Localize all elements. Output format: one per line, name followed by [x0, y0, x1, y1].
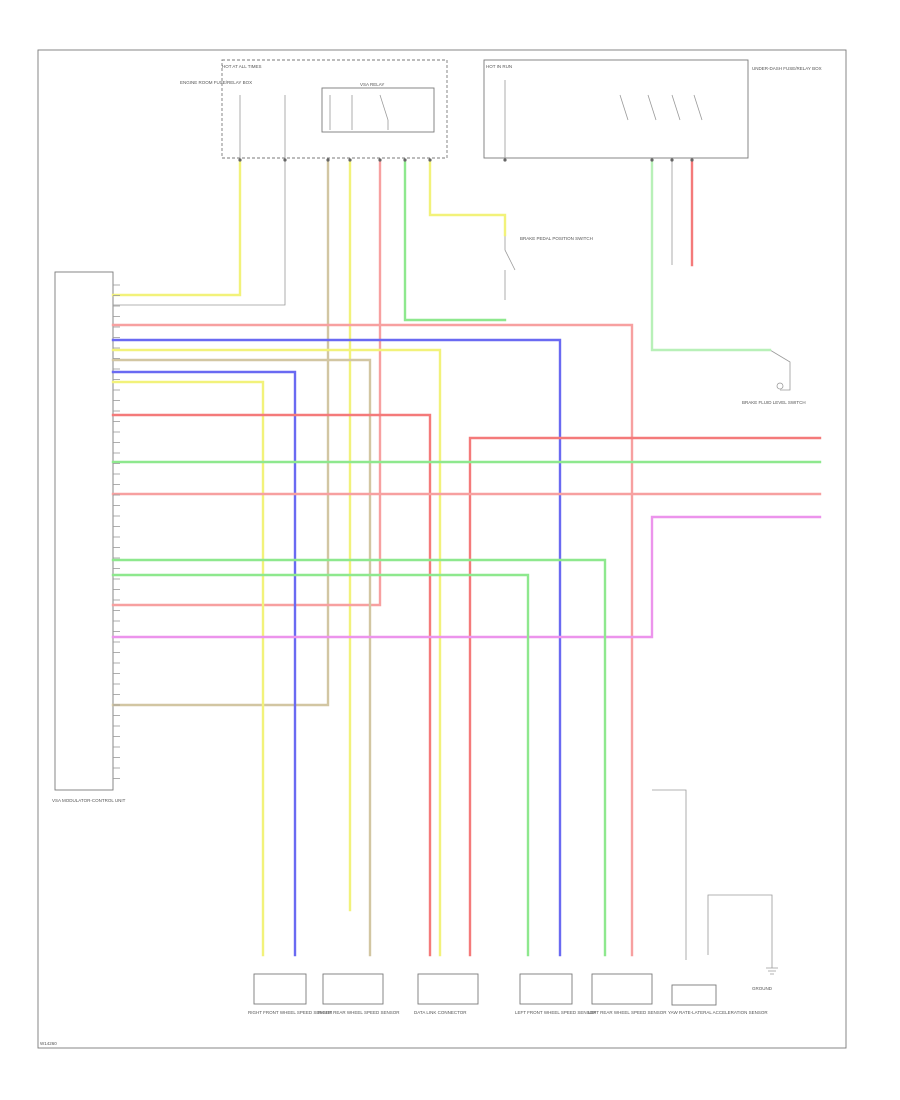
wire-yellow-4	[111, 348, 442, 957]
connector-pin	[690, 158, 694, 162]
wire-blue-1	[111, 338, 562, 957]
connector-pin	[428, 158, 432, 162]
wire-black-2	[707, 894, 773, 960]
connector-pin	[283, 158, 287, 162]
footer-code: W14260	[40, 1041, 57, 1046]
wire-gray-1	[113, 160, 286, 306]
connector-pin	[348, 158, 352, 162]
yaw-sensor-label: YAW RATE-LATERAL ACCELERATION SENSOR	[668, 1010, 768, 1015]
diagram-frame	[37, 49, 847, 1049]
wire-lightgreen-1	[650, 158, 772, 352]
wire-pink-1	[111, 158, 382, 607]
vsa-module: VSA MODULATOR-CONTROL UNIT	[52, 271, 126, 803]
brake-pedal-switch-label: BRAKE PEDAL POSITION SWITCH	[520, 236, 593, 241]
wheel-sensor-lf-label: LEFT FRONT WHEEL SPEED SENSOR	[515, 1010, 597, 1015]
dlc-label: DATA LINK CONNECTOR	[414, 1010, 467, 1015]
wire-green-3	[111, 558, 607, 957]
fuse-block-2-label: HOT IN RUN	[486, 64, 512, 69]
connector-pin	[378, 158, 382, 162]
wire-magenta-1	[111, 515, 822, 639]
wheel-sensor-rf-body	[253, 973, 307, 1005]
wheel-sensor-rr-body	[322, 973, 384, 1005]
under-dash-fuse-box: HOT IN RUN UNDER-DASH FUSE/RELAY BOX	[483, 59, 822, 160]
wheel-sensor-rr-label: RIGHT REAR WHEEL SPEED SENSOR	[318, 1010, 400, 1015]
dlc-body	[417, 973, 479, 1005]
vsa-module-label: VSA MODULATOR-CONTROL UNIT	[52, 798, 126, 803]
ground-label: GROUND	[752, 986, 773, 991]
wire-blue-2	[111, 370, 297, 957]
wire-red-2	[468, 436, 822, 957]
wheel-sensor-lr-label: LEFT REAR WHEEL SPEED SENSOR	[588, 1010, 667, 1015]
wire-harness	[111, 158, 822, 960]
yaw-sensor-body	[671, 984, 717, 1006]
wire-pink-2	[111, 323, 634, 957]
wire-tan-2	[111, 358, 372, 957]
engine-room-fuse-box-label: ENGINE ROOM FUSE/RELAY BOX	[180, 80, 252, 85]
under-dash-fuse-box-label: UNDER-DASH FUSE/RELAY BOX	[752, 66, 822, 71]
connector-pin	[326, 158, 330, 162]
wheel-sensor-lf-body	[519, 973, 573, 1005]
connector-pin	[238, 158, 242, 162]
wire-black-1	[652, 789, 687, 960]
wire-green-4	[111, 573, 530, 957]
sensor-row: RIGHT FRONT WHEEL SPEED SENSOR RIGHT REA…	[248, 960, 778, 1015]
connector-pin	[670, 158, 674, 162]
wheel-sensor-lr-body	[591, 973, 653, 1005]
brake-fluid-level-switch: BRAKE FLUID LEVEL SWITCH	[742, 349, 806, 405]
fuse-block-1-label: HOT AT ALL TIMES	[222, 64, 262, 69]
wire-green-1	[403, 158, 507, 322]
wheel-sensor-rf-label: RIGHT FRONT WHEEL SPEED SENSOR	[248, 1010, 333, 1015]
engine-room-fuse-box: HOT AT ALL TIMES ENGINE ROOM FUSE/RELAY …	[180, 59, 448, 160]
wire-yellow-3	[428, 158, 507, 237]
ground-symbol	[766, 960, 778, 975]
wire-yellow-5	[111, 380, 265, 957]
connector-pin	[403, 158, 407, 162]
brake-fluid-switch-label: BRAKE FLUID LEVEL SWITCH	[742, 400, 806, 405]
abs-relay-label: VSA RELAY	[360, 82, 384, 87]
connector-pin	[650, 158, 654, 162]
connector-pin	[503, 158, 507, 162]
wire-red-1	[111, 413, 432, 957]
wire-tan-1	[111, 158, 330, 707]
brake-pedal-switch: BRAKE PEDAL POSITION SWITCH	[504, 235, 593, 300]
wire-yellow-1	[111, 158, 242, 297]
